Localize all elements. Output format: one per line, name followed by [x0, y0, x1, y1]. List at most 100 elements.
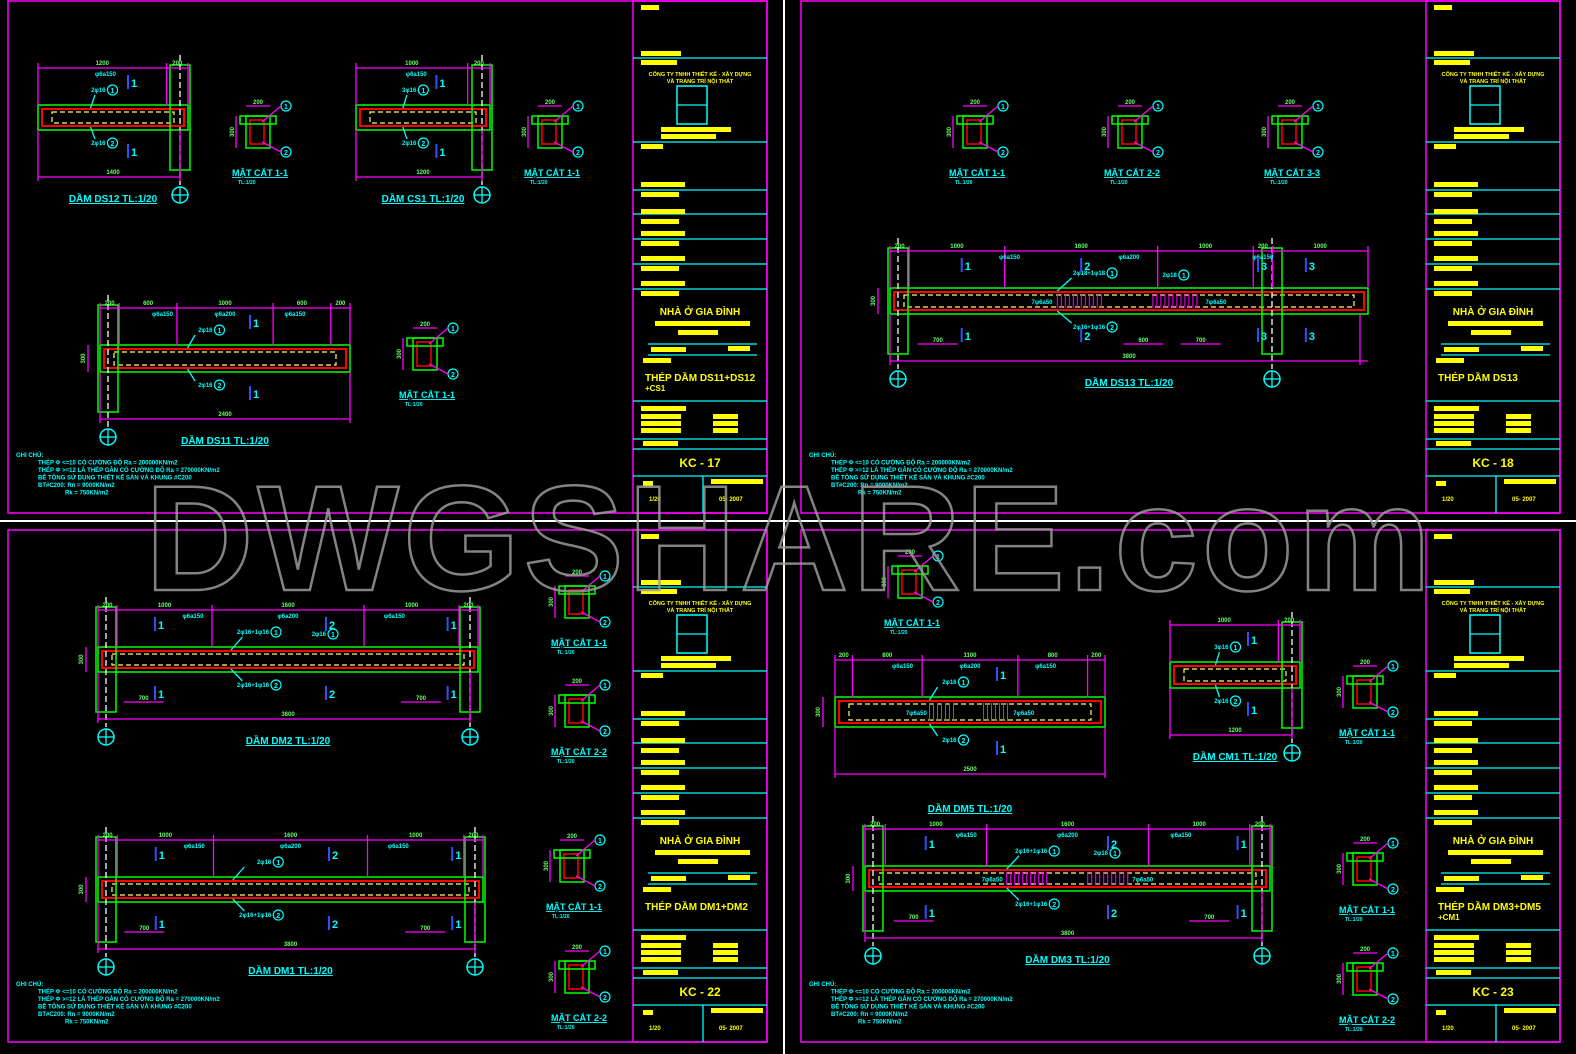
note-line: THÉP Φ >=12 LÀ THÉP GÂN CÓ CƯỜNG ĐỘ Ra =… [831, 466, 1013, 474]
rebar-outline [893, 291, 1365, 311]
section-mark-label: 2 [1084, 331, 1090, 343]
leader-line [402, 94, 408, 109]
redacted-text-bar [1434, 406, 1479, 411]
rebar-outline [1173, 665, 1297, 685]
redacted-text-bar [641, 795, 679, 800]
section-slab [558, 960, 596, 970]
section-title: MẶT CẮT 1-1 [1339, 728, 1395, 738]
rebar-mark-bubble [1106, 321, 1118, 333]
redacted-text-bar [643, 1010, 653, 1015]
section-title: MẶT CẮT 3-3 [1264, 168, 1320, 178]
section-slab [1346, 675, 1384, 685]
section-slab [956, 115, 994, 125]
section-mark-label: 3 [1261, 261, 1267, 273]
top-rebar-label: 2φ16 [198, 328, 213, 334]
height-dimension-label: 300 [871, 295, 877, 306]
dimension-label: 1000 [159, 833, 173, 839]
stirrup-spacing-label: φ6a150 [388, 844, 410, 850]
leader-line [230, 636, 243, 651]
rebar-mark-number: 2 [284, 150, 288, 157]
leader-line [913, 555, 934, 573]
leader-line [1368, 952, 1389, 970]
section-title: MẶT CẮT 1-1 [949, 168, 1005, 178]
redacted-text-bar [1434, 738, 1478, 743]
redacted-text-bar [1506, 943, 1531, 948]
rebar-mark-bubble [1229, 641, 1242, 653]
section-mark-label: 1 [131, 147, 137, 159]
rebar-mark-bubble [1229, 695, 1242, 707]
rebar-outline [101, 650, 475, 669]
section-stirrup [541, 119, 557, 145]
section-mark-label: 1 [1251, 635, 1257, 647]
rebar-mark-number: 2 [1391, 710, 1395, 717]
leader-line [1056, 310, 1073, 324]
redacted-text-bar [643, 441, 678, 446]
stirrup-spacing-label: φ6a150 [152, 312, 174, 318]
redacted-text-bar [1448, 850, 1543, 855]
project-name: NHÀ Ở GIA ĐÌNH [1453, 834, 1533, 847]
rebar-outline [359, 108, 487, 127]
rebar-mark-bubble [213, 379, 226, 391]
redacted-text-bar [1436, 887, 1464, 892]
rebar-outline [41, 108, 185, 127]
redacted-text-bar [641, 281, 685, 286]
section-height-label: 300 [397, 348, 403, 359]
redacted-text-bar [1434, 957, 1474, 962]
rebar-mark-bubble [272, 856, 284, 868]
redacted-text-bar [641, 534, 659, 539]
dimension-label: 200 [105, 301, 116, 307]
redacted-text-bar [678, 859, 718, 864]
section-slab [558, 585, 596, 595]
dimension-label: 700 [139, 926, 150, 932]
section-height-label: 300 [947, 126, 953, 137]
rebar-mark-number: 2 [1001, 150, 1005, 157]
beam-title: DẦM DM1 TL:1/20 [248, 964, 333, 977]
redacted-text-bar [641, 738, 685, 743]
drawing-title: THÉP DẦM DM3+DM5 [1438, 900, 1541, 913]
section-mark-label: 1 [131, 78, 137, 90]
issue-date: 05- 2007 [1512, 497, 1536, 503]
top-rebar-label: 2φ16 [257, 860, 272, 866]
rebar-mark-number: 1 [1391, 951, 1395, 958]
section-stirrup [1281, 119, 1297, 145]
redacted-text-bar [641, 428, 681, 433]
section-mark-label: 1 [158, 620, 164, 632]
section-scale: TL:1/20 [557, 759, 575, 765]
redacted-text-bar [711, 1008, 763, 1013]
section-mark-label: 2 [329, 620, 335, 632]
section-mark-label: 2 [332, 850, 338, 862]
company-name-line: CÔNG TY TNHH THIẾT KẾ - XÂY DỰNG [1442, 599, 1545, 607]
section-height-label: 300 [549, 971, 555, 982]
top-rebar-label: 3φ16 [1214, 645, 1229, 651]
rebar-mark-number: 1 [1391, 841, 1395, 848]
note-line: BT#C200: Rn = 9000KN/m2 [38, 1012, 115, 1018]
section-scale: TL:1/20 [1345, 917, 1363, 923]
redacted-text-bar [641, 721, 679, 726]
dimension-label: 1000 [405, 603, 419, 609]
notes-heading: GHI CHÚ: [809, 452, 836, 459]
redacted-text-bar [1521, 346, 1543, 351]
title-block-border [1425, 0, 1561, 514]
note-line: BÊ TÔNG SỬ DỤNG THIẾT KẾ SÀN VÀ KHUNG #C… [831, 1003, 985, 1011]
rebar-mark-number: 1 [603, 574, 607, 581]
rebar-mark-number: 1 [603, 949, 607, 956]
section-width-label: 200 [1125, 100, 1136, 106]
rebar-mark-bubble [327, 628, 339, 640]
bottom-rebar-label: 2φ16 [91, 141, 106, 147]
leader-line [186, 334, 196, 349]
leader-line [913, 591, 934, 603]
rebar-mark-number: 2 [598, 884, 602, 891]
section-width-label: 200 [545, 100, 556, 106]
section-width-label: 200 [1285, 100, 1296, 106]
stirrup-spacing-label: φ6a200 [215, 312, 237, 318]
section-slab [1111, 115, 1149, 125]
project-name: NHÀ Ở GIA ĐÌNH [660, 305, 740, 318]
sheet-number: KC - 22 [679, 985, 721, 999]
general-notes: GHI CHÚ:THÉP Φ <=10 CÓ CƯỜNG ĐỘ Ra = 200… [16, 452, 220, 497]
stirrup-label: 7φ6a50 [1205, 300, 1227, 306]
